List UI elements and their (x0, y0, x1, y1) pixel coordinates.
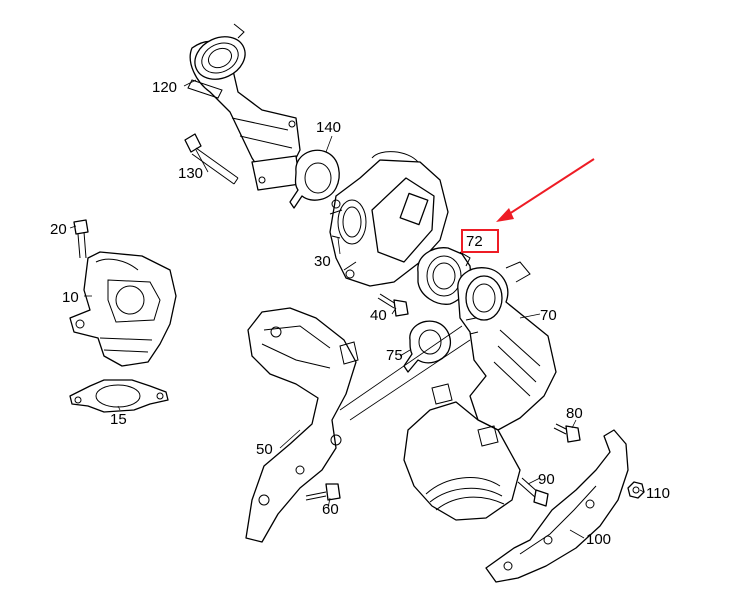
callout-120: 120 (152, 79, 177, 96)
part-110-nut (627, 481, 645, 499)
callout-labels: 120 130 140 30 40 72 75 70 80 90 100 110… (50, 79, 670, 548)
callout-10: 10 (62, 289, 79, 306)
part-90-bolt (517, 477, 549, 507)
part-70-lower-assembly (403, 383, 521, 521)
part-72-gasket (417, 247, 472, 305)
callout-70: 70 (540, 307, 557, 324)
part-130-bolt (184, 133, 239, 185)
callout-140: 140 (316, 119, 341, 136)
part-10-valve (69, 251, 177, 367)
leader-lines (69, 79, 645, 539)
highlight-box (461, 229, 499, 253)
part-40-bolt (377, 293, 409, 317)
callout-100: 100 (586, 531, 611, 548)
callout-20: 20 (50, 221, 67, 238)
callout-80: 80 (566, 405, 583, 422)
callout-50: 50 (256, 441, 273, 458)
callout-110: 110 (646, 485, 670, 502)
part-20-bolt (73, 219, 89, 259)
part-100-heat-shield (485, 429, 629, 583)
highlight-annotation (461, 158, 595, 253)
callout-90: 90 (538, 471, 555, 488)
callout-40: 40 (370, 307, 387, 324)
part-140-gasket (289, 149, 340, 209)
callout-72: 72 (466, 233, 483, 250)
callout-60: 60 (322, 501, 339, 518)
part-80-bolt (553, 423, 581, 443)
part-70-egr-cooler (457, 261, 557, 431)
callout-15: 15 (110, 411, 127, 428)
callout-75: 75 (386, 347, 403, 364)
part-120-intake-pipe (187, 23, 301, 191)
highlight-arrow-line (505, 158, 595, 217)
highlight-arrow-head (496, 208, 514, 222)
part-50-bracket (245, 307, 359, 543)
part-60-bolt (305, 483, 341, 501)
callout-30: 30 (314, 253, 331, 270)
part-15-gasket (69, 379, 169, 413)
callout-130: 130 (178, 165, 203, 182)
part-75-gasket (403, 320, 451, 373)
